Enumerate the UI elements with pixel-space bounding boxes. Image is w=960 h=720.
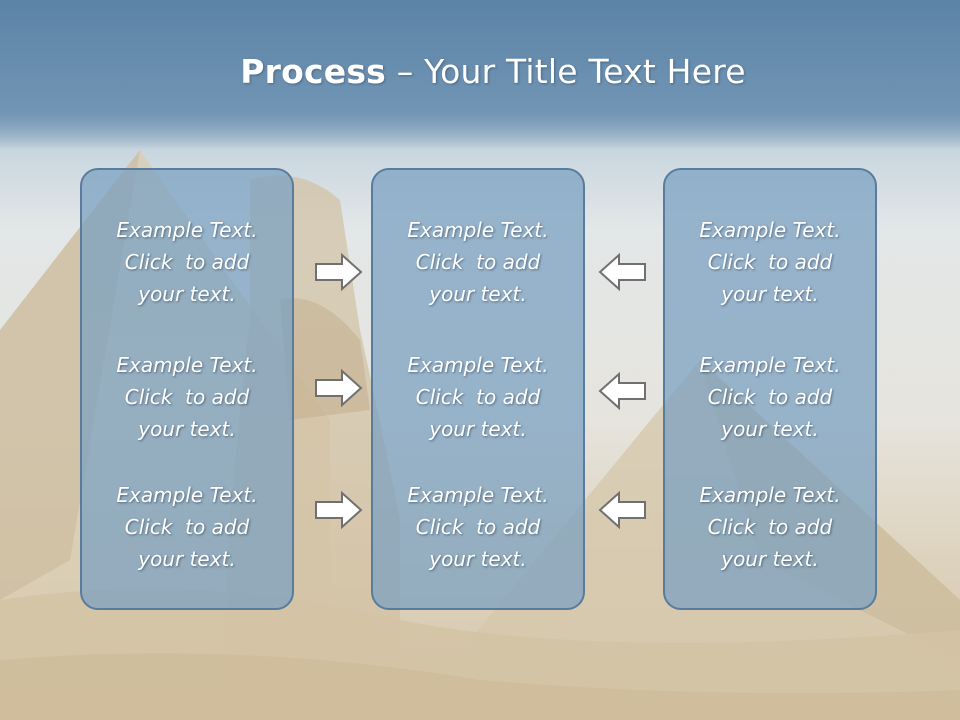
arrow-left-icon <box>598 490 646 530</box>
panel-text-item[interactable]: Example Text. Click to add your text. <box>116 218 258 306</box>
panel-text-item[interactable]: Example Text. Click to add your text. <box>116 353 258 441</box>
panel-text-item[interactable]: Example Text. Click to add your text. <box>699 483 841 571</box>
panel-text-item[interactable]: Example Text. Click to add your text. <box>407 353 549 441</box>
arrow-left-icon <box>598 371 646 411</box>
title-bold-text: Process <box>240 52 387 91</box>
panel-text-item[interactable]: Example Text. Click to add your text. <box>407 218 549 306</box>
process-panel-center[interactable]: Example Text. Click to add your text. Ex… <box>371 168 585 610</box>
panel-text-item[interactable]: Example Text. Click to add your text. <box>407 483 549 571</box>
title-band <box>0 0 960 150</box>
arrow-right-icon <box>315 490 363 530</box>
panel-text-item[interactable]: Example Text. Click to add your text. <box>699 353 841 441</box>
panel-text-item[interactable]: Example Text. Click to add your text. <box>116 483 258 571</box>
arrow-right-icon <box>315 368 363 408</box>
panel-text-item[interactable]: Example Text. Click to add your text. <box>699 218 841 306</box>
slide-title[interactable]: Process – Your Title Text Here <box>0 52 960 91</box>
arrow-right-icon <box>315 252 363 292</box>
process-panel-right[interactable]: Example Text. Click to add your text. Ex… <box>663 168 877 610</box>
process-panel-left[interactable]: Example Text. Click to add your text. Ex… <box>80 168 294 610</box>
arrow-left-icon <box>598 252 646 292</box>
title-rest-text: – Your Title Text Here <box>386 52 746 91</box>
